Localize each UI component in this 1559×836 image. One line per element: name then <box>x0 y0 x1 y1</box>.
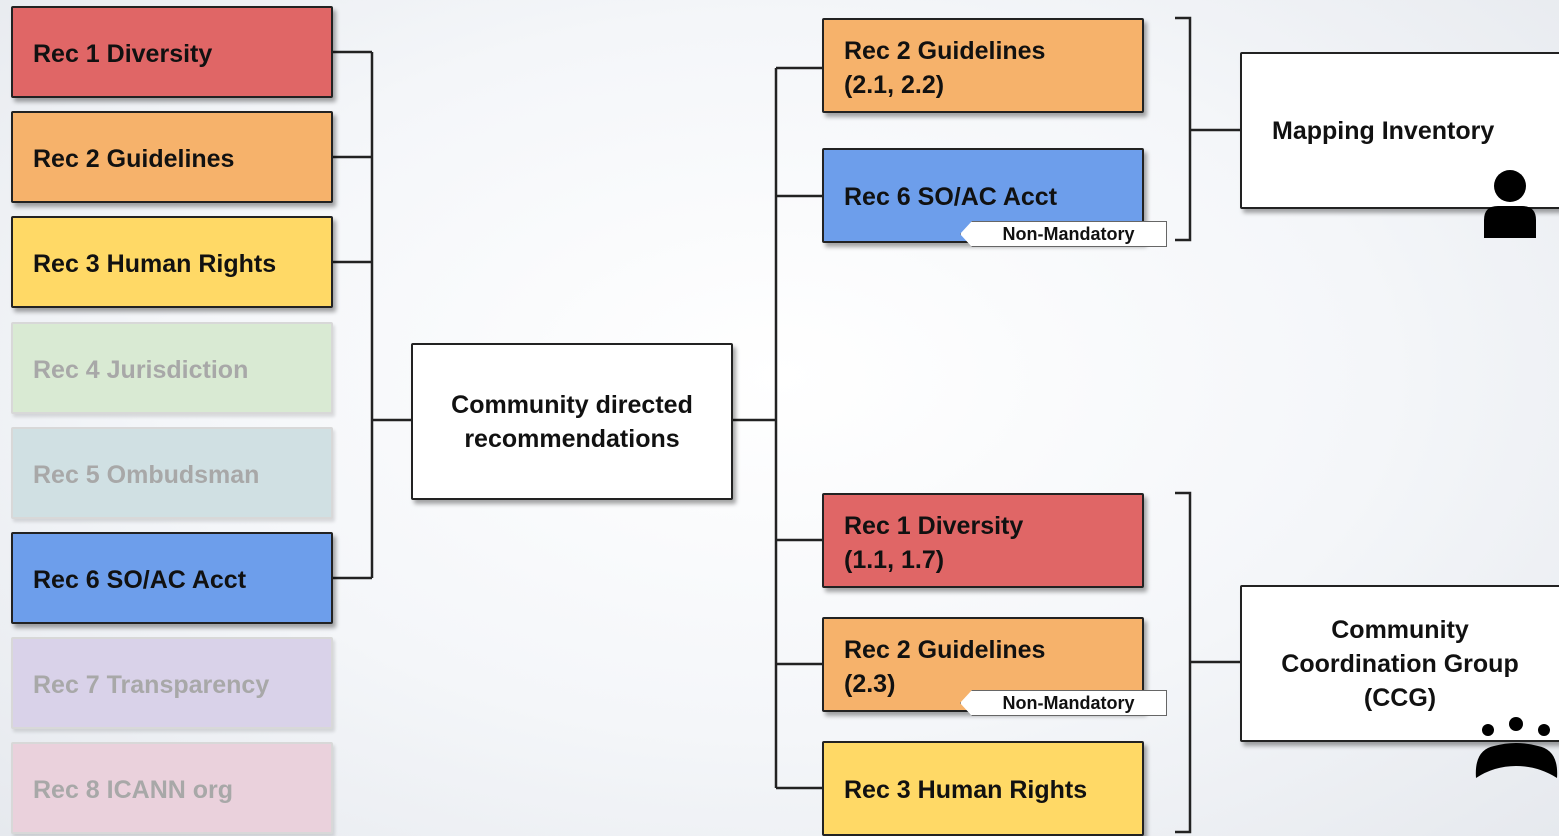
ccg-label-line2: Coordination Group <box>1281 649 1519 678</box>
left-rec-box: Rec 6 SO/AC Acct <box>11 532 333 624</box>
left-rec-box: Rec 2 Guidelines <box>11 111 333 203</box>
left-rec-label: Rec 7 Transparency <box>33 671 270 699</box>
ccg-node: Community Coordination Group (CCG) <box>1240 585 1559 742</box>
left-rec-label: Rec 8 ICANN org <box>33 776 234 804</box>
left-rec-box: Rec 7 Transparency <box>11 637 333 729</box>
non-mandatory-badge: Non-Mandatory <box>960 221 1167 247</box>
left-rec-label: Rec 1 Diversity <box>33 40 213 68</box>
right-rec-sublabel: (2.3) <box>844 670 896 698</box>
group-icon <box>1475 717 1558 778</box>
right-rec-box: Rec 2 Guidelines (2.1, 2.2) <box>822 18 1144 113</box>
non-mandatory-badge: Non-Mandatory <box>960 690 1167 716</box>
left-rec-box: Rec 1 Diversity <box>11 6 333 98</box>
right-rec-label: Rec 3 Human Rights <box>844 776 1088 804</box>
left-rec-label: Rec 5 Ombudsman <box>33 461 260 489</box>
center-node-line1: Community directed <box>451 390 693 419</box>
left-rec-box: Rec 8 ICANN org <box>11 742 333 834</box>
left-rec-box: Rec 5 Ombudsman <box>11 427 333 519</box>
left-rec-label: Rec 2 Guidelines <box>33 145 235 173</box>
ccg-label-line3: (CCG) <box>1363 683 1437 712</box>
left-rec-label: Rec 4 Jurisdiction <box>33 356 249 384</box>
right-rec-box: Rec 3 Human Rights <box>822 741 1144 836</box>
mapping-inventory-node: Mapping Inventory <box>1240 52 1559 209</box>
left-rec-box: Rec 3 Human Rights <box>11 216 333 308</box>
person-icon <box>1484 170 1536 238</box>
right-rec-label: Rec 2 Guidelines <box>844 636 1046 664</box>
right-rec-sublabel: (1.1, 1.7) <box>844 546 945 574</box>
right-rec-label: Rec 1 Diversity <box>844 512 1024 540</box>
left-rec-label: Rec 6 SO/AC Acct <box>33 566 247 594</box>
right-rec-box: Rec 1 Diversity (1.1, 1.7) <box>822 493 1144 588</box>
right-rec-label: Rec 2 Guidelines <box>844 37 1046 65</box>
mapping-inventory-label: Mapping Inventory <box>1272 116 1495 145</box>
center-node: Community directed recommendations <box>411 343 733 500</box>
ccg-label-line1: Community <box>1331 615 1469 644</box>
left-rec-label: Rec 3 Human Rights <box>33 250 277 278</box>
right-rec-label: Rec 6 SO/AC Acct <box>844 183 1058 211</box>
left-rec-box: Rec 4 Jurisdiction <box>11 322 333 414</box>
right-rec-sublabel: (2.1, 2.2) <box>844 71 945 99</box>
center-node-line2: recommendations <box>464 424 680 453</box>
